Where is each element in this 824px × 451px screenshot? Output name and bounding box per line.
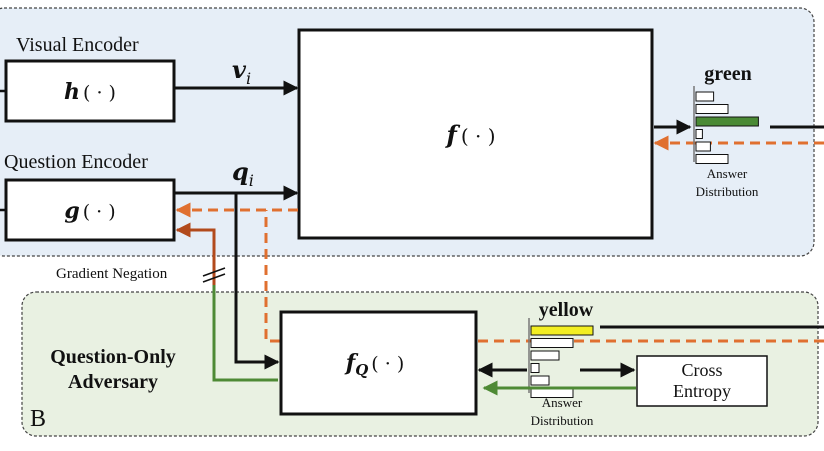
- top-dist-bar-1: [695, 104, 729, 114]
- main-model-func: f( · ): [444, 120, 495, 149]
- adversary-label-line2: Adversary: [68, 371, 158, 393]
- top-dist-bar-2: [695, 116, 759, 127]
- cross-entropy-line2: Entropy: [673, 381, 731, 401]
- q-label: qi: [232, 157, 254, 190]
- top-answer-word: green: [704, 63, 751, 85]
- main-model-box: [297, 28, 654, 240]
- gradient-negation-mark-1: [202, 267, 226, 277]
- bottom-dist-bar-4: [530, 375, 550, 386]
- panel-label-b: B: [30, 406, 46, 432]
- gradient-adversary-line: [264, 210, 824, 343]
- adversary-model-box: [279, 310, 478, 416]
- bottom-answer-bars: [530, 325, 594, 398]
- bottom-dist-bar-2: [530, 350, 560, 361]
- top-dist-bar-0: [695, 91, 715, 102]
- adversary-model-func: fQ( · ): [344, 350, 405, 379]
- gradient-negation-label: Gradient Negation: [56, 266, 168, 282]
- bottom-answer-word: yellow: [539, 299, 594, 321]
- q-to-adversary-line: [234, 193, 280, 370]
- cross-entropy-box: [636, 355, 768, 407]
- bottom-dist-caption-1: Answer: [542, 395, 583, 410]
- top-dist-bar-5: [695, 154, 729, 164]
- visual-encoder-func: h( · ): [64, 79, 116, 105]
- adversary-gradient-line: [212, 285, 278, 382]
- v-label: vi: [232, 55, 251, 88]
- negated-gradient-line: [175, 222, 216, 285]
- cross-entropy-line1: Cross: [681, 360, 722, 380]
- adversary-label-line1: Question-Only: [50, 346, 176, 368]
- visual-encoder-title: Visual Encoder: [16, 34, 139, 56]
- bottom-dist-bar-0: [530, 325, 594, 336]
- bottom-dist-bar-3: [530, 363, 540, 373]
- bottom-dist-bar-1: [530, 338, 574, 348]
- bottom-dist-caption-2: Distribution: [531, 413, 594, 428]
- top-answer-bars: [695, 91, 759, 164]
- question-encoder-func: g( · ): [64, 198, 115, 224]
- top-dist-bar-3: [695, 129, 703, 139]
- top-dist-caption-1: Answer: [707, 166, 748, 181]
- top-dist-caption-2: Distribution: [696, 184, 759, 199]
- gradient-negation-mark-2: [202, 273, 226, 283]
- top-dist-bar-4: [695, 141, 711, 152]
- question-encoder-title: Question Encoder: [4, 151, 148, 173]
